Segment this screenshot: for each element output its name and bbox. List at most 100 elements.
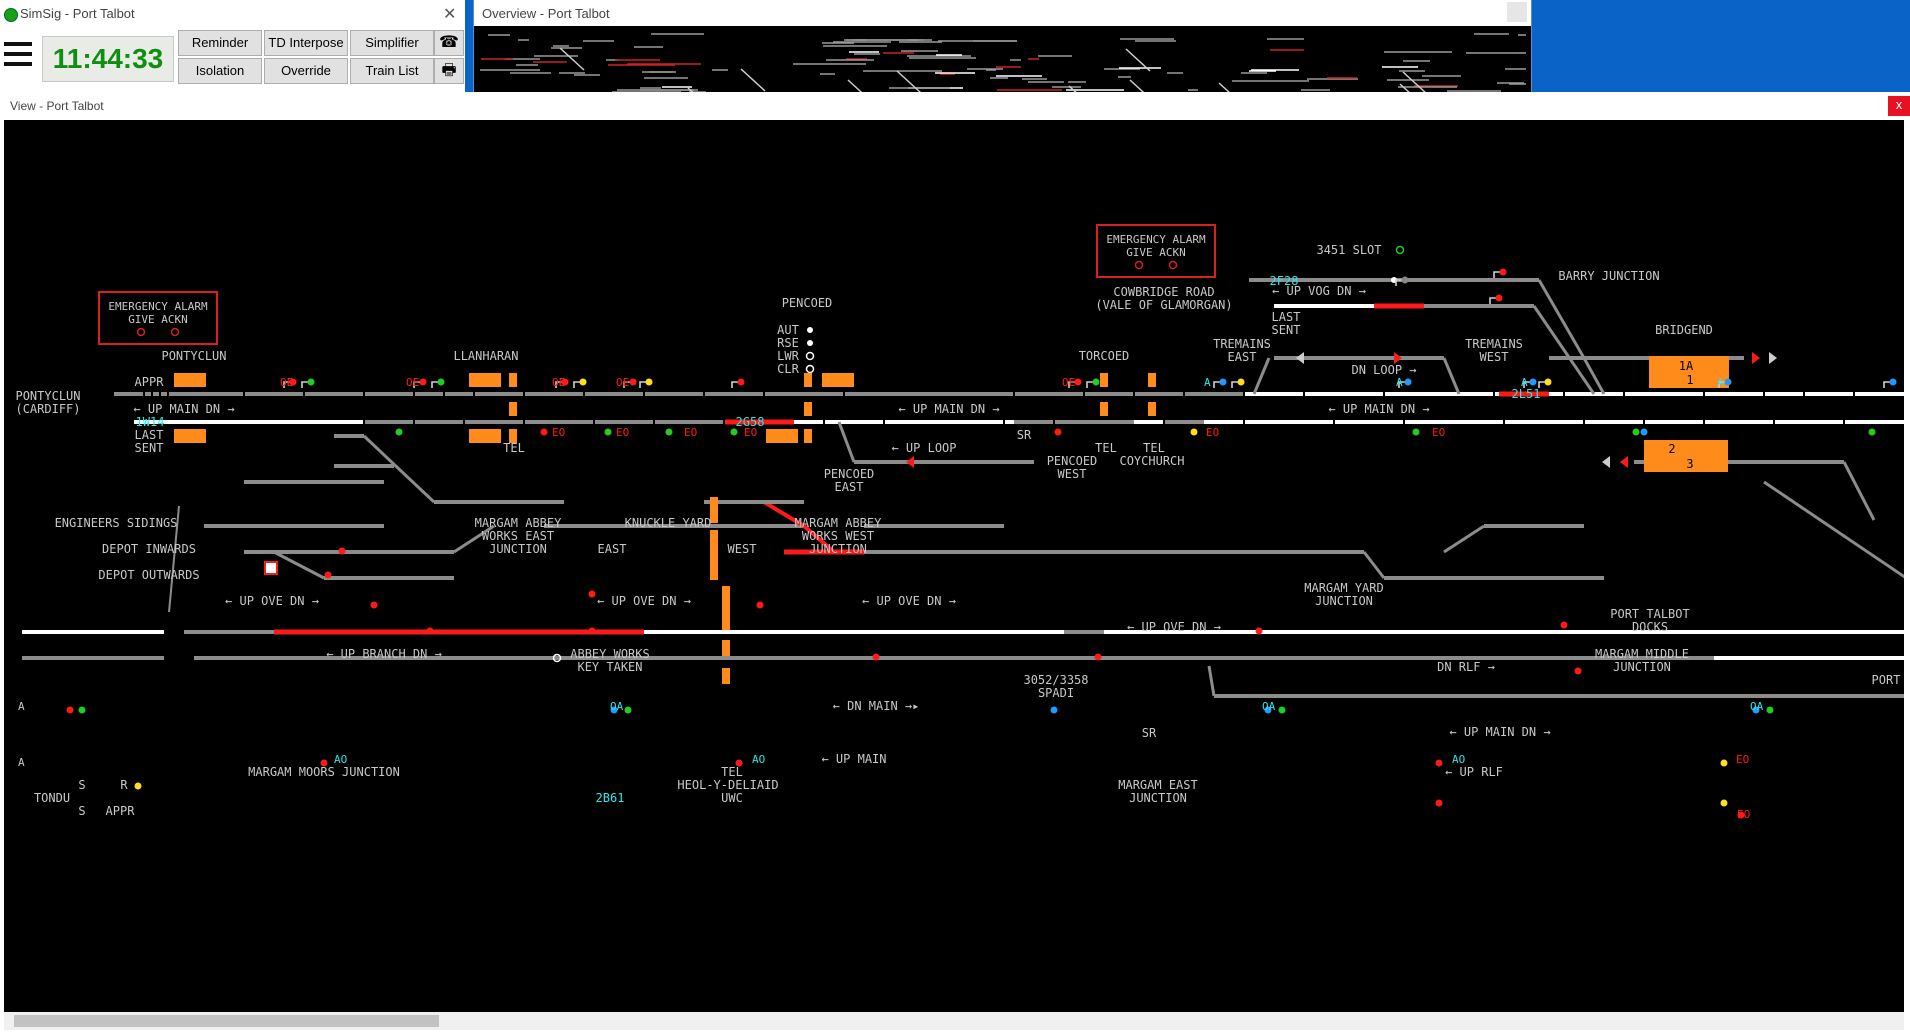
signal-lower-5 bbox=[1264, 706, 1272, 714]
label-tel: TEL bbox=[1143, 441, 1165, 455]
overview-close-icon[interactable] bbox=[1507, 2, 1527, 22]
signal-up-16 bbox=[1718, 378, 1732, 388]
simplifier-button[interactable]: Simplifier bbox=[350, 30, 434, 56]
signal-head bbox=[1237, 378, 1245, 386]
oa-label: OA bbox=[1750, 700, 1764, 713]
occupancy-indicator bbox=[509, 373, 517, 387]
indicator-clr bbox=[805, 364, 815, 374]
view-title: View - Port Talbot bbox=[10, 99, 104, 113]
signal-post bbox=[731, 381, 738, 388]
signal-lower-b9 bbox=[588, 590, 596, 598]
arrow-left bbox=[1296, 352, 1304, 364]
arrow-left bbox=[1602, 456, 1610, 468]
location-margam-east-junction: JUNCTION bbox=[1129, 791, 1187, 805]
signal-up-13 bbox=[1398, 378, 1412, 388]
oa-label: OA bbox=[610, 700, 624, 713]
signal-head bbox=[289, 378, 297, 386]
line-label-up-ove-dn: ← UP OVE DN → bbox=[597, 594, 691, 608]
overview-curve bbox=[1125, 48, 1151, 72]
signal-dn-3 bbox=[665, 428, 673, 436]
signal-lower-b3 bbox=[1720, 759, 1728, 767]
signal-lower-b10 bbox=[588, 627, 596, 635]
emergency-alarm-west-line2: GIVE ACKN bbox=[128, 313, 188, 326]
signal-lower-4 bbox=[1050, 706, 1058, 714]
horizontal-scrollbar[interactable] bbox=[4, 1012, 1904, 1030]
platform-label-3: 3 bbox=[1686, 457, 1693, 471]
hamburger-icon[interactable] bbox=[4, 42, 32, 66]
track-curve bbox=[1362, 551, 1386, 579]
signal-lower-2 bbox=[610, 706, 618, 714]
train-list-button[interactable]: Train List bbox=[350, 58, 434, 84]
location-junction: JUNCTION bbox=[809, 542, 867, 556]
phone-icon[interactable]: ☎ bbox=[434, 30, 464, 56]
crossover bbox=[837, 421, 856, 463]
scrollbar-thumb[interactable] bbox=[14, 1015, 439, 1027]
isolation-button[interactable]: Isolation bbox=[178, 58, 262, 84]
location-pencoed-west-2: WEST bbox=[1058, 467, 1087, 481]
signal-head bbox=[645, 378, 653, 386]
label-last: LAST bbox=[135, 428, 164, 442]
signal-up-10 bbox=[1086, 378, 1100, 388]
signal-post bbox=[1213, 381, 1220, 388]
a-label: A bbox=[18, 756, 25, 769]
location-tondu: TONDU bbox=[34, 791, 70, 805]
location-works-east: WORKS EAST bbox=[482, 529, 554, 543]
crossover bbox=[1582, 357, 1606, 395]
eo-label: EO bbox=[744, 426, 757, 439]
oe-label: OE bbox=[280, 376, 293, 389]
view-titlebar[interactable]: View - Port Talbot x bbox=[0, 92, 1910, 120]
depot-outwards-box bbox=[264, 561, 278, 575]
label-sr: SR bbox=[1142, 726, 1157, 740]
signal-post bbox=[1883, 381, 1890, 388]
signal-post bbox=[301, 381, 308, 388]
location-cowbridge-road: COWBRIDGE ROAD bbox=[1113, 285, 1214, 299]
platform-label-1a: 1A bbox=[1679, 359, 1694, 373]
signal-lower-1 bbox=[78, 706, 86, 714]
occupancy-indicator bbox=[804, 402, 812, 416]
indicator-aut bbox=[807, 327, 813, 333]
view-close-icon[interactable]: x bbox=[1888, 96, 1910, 116]
a-label: A bbox=[1396, 376, 1403, 389]
platform-label-1: 1 bbox=[1686, 373, 1693, 387]
signal-up-6 bbox=[623, 378, 637, 388]
label-last: LAST bbox=[1272, 310, 1301, 324]
location-vale-of-glamorgan: (VALE OF GLAMORGAN) bbox=[1095, 298, 1232, 312]
reminder-button[interactable]: Reminder bbox=[178, 30, 262, 56]
emergency-alarm-east-line1: EMERGENCY ALARM bbox=[1106, 233, 1206, 246]
track-curve bbox=[1207, 665, 1216, 697]
override-button[interactable]: Override bbox=[264, 58, 348, 84]
berth-2f28: 2F28 bbox=[1270, 274, 1299, 288]
platform-1-occupancy bbox=[1649, 356, 1729, 388]
td-interpose-button[interactable]: TD Interpose bbox=[264, 30, 348, 56]
overview-titlebar[interactable]: Overview - Port Talbot bbox=[474, 0, 1531, 26]
signal-post bbox=[283, 381, 290, 388]
arrow-left bbox=[906, 456, 914, 468]
occupancy-indicator bbox=[469, 429, 501, 443]
signal-up-3 bbox=[431, 378, 445, 388]
location-pontyclun: PONTYCLUN bbox=[161, 349, 226, 363]
location-depot-outwards: DEPOT OUTWARDS bbox=[98, 568, 199, 582]
location-margam-abbey-west: MARGAM ABBEY bbox=[795, 516, 882, 530]
alarm-indicator bbox=[1168, 260, 1178, 270]
occupancy-indicator bbox=[174, 429, 206, 443]
simsig-title-text: SimSig - Port Talbot bbox=[20, 6, 135, 21]
location-depot-inwards: DEPOT INWARDS bbox=[102, 542, 196, 556]
location-port: PORT bbox=[1872, 673, 1901, 687]
track-curve bbox=[273, 550, 325, 580]
overview-title: Overview - Port Talbot bbox=[482, 6, 610, 21]
ao-label: AO bbox=[334, 753, 347, 766]
signal-post bbox=[639, 381, 646, 388]
location-spadi-2: SPADI bbox=[1038, 686, 1074, 700]
line-label-up-main: ← UP MAIN bbox=[821, 752, 886, 766]
print-icon[interactable]: 🖶 bbox=[434, 58, 464, 84]
simsig-close-icon[interactable]: ✕ bbox=[443, 6, 457, 23]
line-label-up-branch-dn: ← UP BRANCH DN → bbox=[326, 647, 442, 661]
label-tel: TEL bbox=[721, 765, 743, 779]
signal-post bbox=[1086, 381, 1093, 388]
location-pencoed-west: PENCOED bbox=[1047, 454, 1098, 468]
signal-lower-b8 bbox=[324, 571, 332, 579]
location-barry-junction: BARRY JUNCTION bbox=[1558, 269, 1659, 283]
simsig-titlebar-cover: SimSig - Port Talbot ✕ bbox=[0, 0, 465, 28]
